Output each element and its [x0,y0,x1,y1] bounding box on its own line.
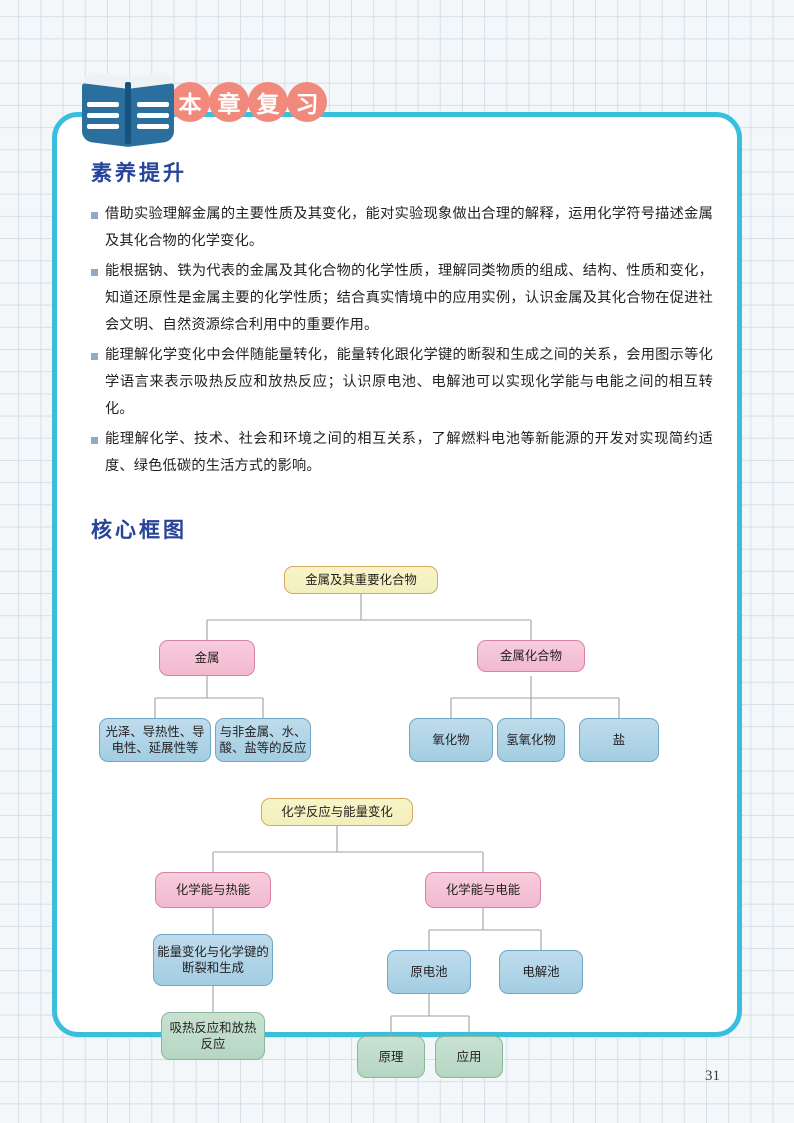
card-content: 素养提升 借助实验理解金属的主要性质及其变化，能对实验现象做出合理的解释，运用化… [57,117,747,1078]
book-spine [125,82,131,144]
book-text-line [137,113,169,118]
node-metals-and-compounds: 金属及其重要化合物 [284,566,438,594]
square-bullet-icon [91,437,98,444]
title-char-bubble: 习 [287,82,327,122]
square-bullet-icon [91,353,98,360]
list-item: 能理解化学变化中会伴随能量转化，能量转化跟化学键的断裂和生成之间的关系，会用图示… [91,342,713,423]
section-title-framework: 核心框图 [91,519,187,542]
book-text-line [137,102,169,107]
book-text-line [137,124,169,129]
node-metal-reactions: 与非金属、水、酸、盐等的反应 [215,718,311,762]
node-chemical-to-electric: 化学能与电能 [425,872,541,908]
list-item: 借助实验理解金属的主要性质及其变化，能对实验现象做出合理的解释，运用化学符号描述… [91,201,713,255]
square-bullet-icon [91,212,98,219]
node-electrolytic-cell: 电解池 [499,950,583,994]
node-application: 应用 [435,1036,503,1078]
goal-text: 借助实验理解金属的主要性质及其变化，能对实验现象做出合理的解释，运用化学符号描述… [105,206,713,249]
node-metal-physical-properties: 光泽、导热性、导电性、延展性等 [99,718,211,762]
node-endo-exothermic: 吸热反应和放热反应 [161,1012,265,1060]
chapter-review-title: 本 章 复 习 [170,82,327,122]
title-char-bubble: 本 [170,82,210,122]
open-book-icon [80,70,176,147]
square-bullet-icon [91,269,98,276]
book-text-line [87,102,119,107]
node-hydroxide: 氢氧化物 [497,718,565,762]
goal-text: 能理解化学变化中会伴随能量转化，能量转化跟化学键的断裂和生成之间的关系，会用图示… [105,347,713,417]
chapter-review-header: 本 章 复 习 [74,64,404,150]
core-framework-diagram: 金属及其重要化合物 金属 金属化合物 光泽、导热性、导电性、延展性等 与非金属、… [91,552,713,1078]
book-text-line [87,113,119,118]
content-card: 素养提升 借助实验理解金属的主要性质及其变化，能对实验现象做出合理的解释，运用化… [52,112,742,1078]
literacy-goal-list: 借助实验理解金属的主要性质及其变化，能对实验现象做出合理的解释，运用化学符号描述… [91,201,713,480]
title-char-bubble: 复 [248,82,288,122]
page-number: 31 [705,1068,720,1084]
goal-text: 能根据钠、铁为代表的金属及其化合物的化学性质，理解同类物质的组成、结构、性质和变… [105,263,713,333]
list-item: 能理解化学、技术、社会和环境之间的相互关系，了解燃料电池等新能源的开发对实现简约… [91,426,713,480]
list-item: 能根据钠、铁为代表的金属及其化合物的化学性质，理解同类物质的组成、结构、性质和变… [91,258,713,339]
node-oxide: 氧化物 [409,718,493,762]
book-text-line [87,124,119,129]
node-salt: 盐 [579,718,659,762]
diagram-connectors [154,594,620,1036]
node-chemical-to-heat: 化学能与热能 [155,872,271,908]
node-metal: 金属 [159,640,255,676]
section-title-literacy: 素养提升 [91,162,187,185]
title-char-bubble: 章 [209,82,249,122]
node-energy-and-bonds: 能量变化与化学键的断裂和生成 [153,934,273,986]
goal-text: 能理解化学、技术、社会和环境之间的相互关系，了解燃料电池等新能源的开发对实现简约… [105,431,713,474]
node-metal-compound: 金属化合物 [477,640,585,672]
node-galvanic-cell: 原电池 [387,950,471,994]
node-principle: 原理 [357,1036,425,1078]
node-reaction-energy: 化学反应与能量变化 [261,798,413,826]
